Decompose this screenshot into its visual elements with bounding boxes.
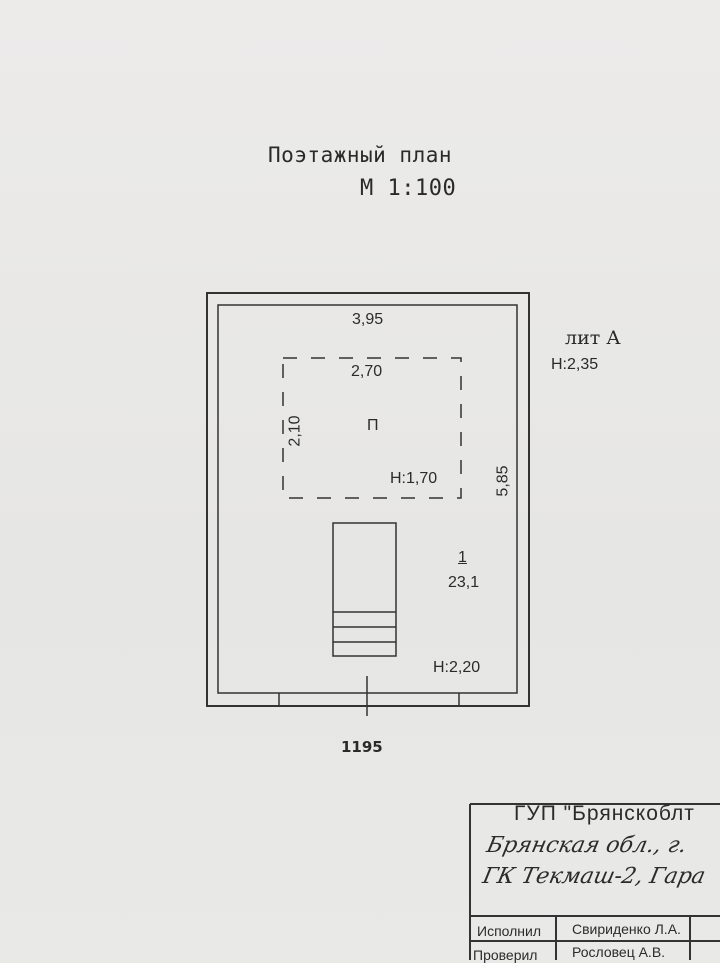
checker-name: Рословец А.В. <box>572 944 666 960</box>
outer-length-label: 5,85 <box>494 465 512 497</box>
inspection-pit <box>282 357 462 499</box>
pit-mark-label: П <box>367 417 379 434</box>
room-height-label: Н:2,20 <box>433 659 481 676</box>
role-executed: Исполнил <box>477 923 542 939</box>
stair <box>332 522 397 657</box>
building-height-label: Н:2,35 <box>551 356 599 373</box>
total-dimension-label: 1195 <box>341 738 383 756</box>
room-number-label: 1 <box>458 549 467 566</box>
executor-name: Свириденко Л.А. <box>572 921 681 937</box>
page-title: Поэтажный план <box>268 143 453 167</box>
address-line-1: Брянская обл., г. <box>484 833 689 858</box>
organization-name: ГУП "Брянскоблт <box>514 802 695 825</box>
outer-wall <box>206 292 530 707</box>
pit-width-label: 2,70 <box>351 363 383 380</box>
address-line-2: ГК Текмаш-2, Гара <box>480 864 708 889</box>
scale-label: М 1:100 <box>360 176 457 201</box>
title-block-frame <box>469 803 720 960</box>
room-area-label: 23,1 <box>448 574 480 591</box>
pit-length-label: 2,10 <box>286 415 304 447</box>
outer-width-label: 3,95 <box>352 311 384 328</box>
role-checked: Проверил <box>473 947 538 963</box>
pit-height-label: Н:1,70 <box>390 470 438 487</box>
litera-label: лит А <box>565 327 621 349</box>
